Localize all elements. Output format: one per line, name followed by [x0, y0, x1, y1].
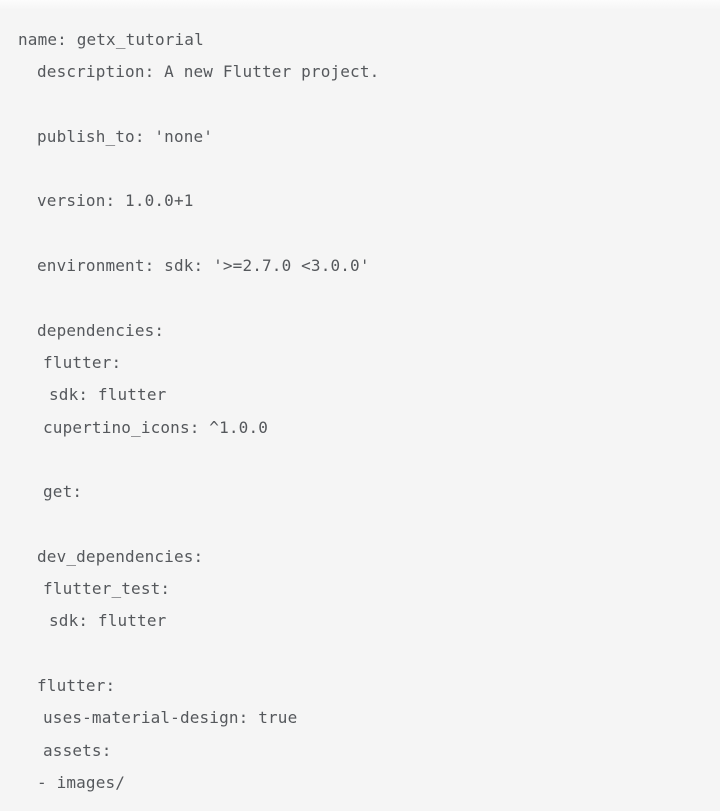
code-line: sdk: flutter — [49, 385, 167, 405]
blank-line — [18, 444, 708, 476]
code-line: flutter: — [37, 675, 116, 695]
blank-line — [18, 89, 708, 121]
code-line: cupertino_icons: ^1.0.0 — [43, 417, 269, 437]
blank-line — [18, 218, 708, 250]
code-line: - images/ — [37, 772, 126, 792]
code-line: get: — [43, 482, 83, 502]
code-line: flutter: — [43, 352, 122, 372]
code-line: assets: — [43, 740, 112, 760]
code-line: version: 1.0.0+1 — [37, 191, 194, 211]
code-line: name: getx_tutorial — [18, 30, 204, 49]
code-line: description: A new Flutter project. — [37, 62, 380, 82]
blank-line — [18, 638, 708, 670]
blank-line — [18, 153, 708, 185]
code-line: dev_dependencies: — [37, 546, 204, 566]
blank-line — [18, 508, 708, 540]
code-line: uses-material-design: true — [43, 708, 298, 728]
code-line: sdk: flutter — [49, 611, 167, 631]
code-line: dependencies: — [37, 320, 165, 340]
code-line: flutter_test: — [43, 579, 171, 599]
code-line: publish_to: 'none' — [37, 126, 214, 146]
blank-line — [18, 282, 708, 314]
code-line: environment: sdk: '>=2.7.0 <3.0.0' — [37, 256, 370, 276]
